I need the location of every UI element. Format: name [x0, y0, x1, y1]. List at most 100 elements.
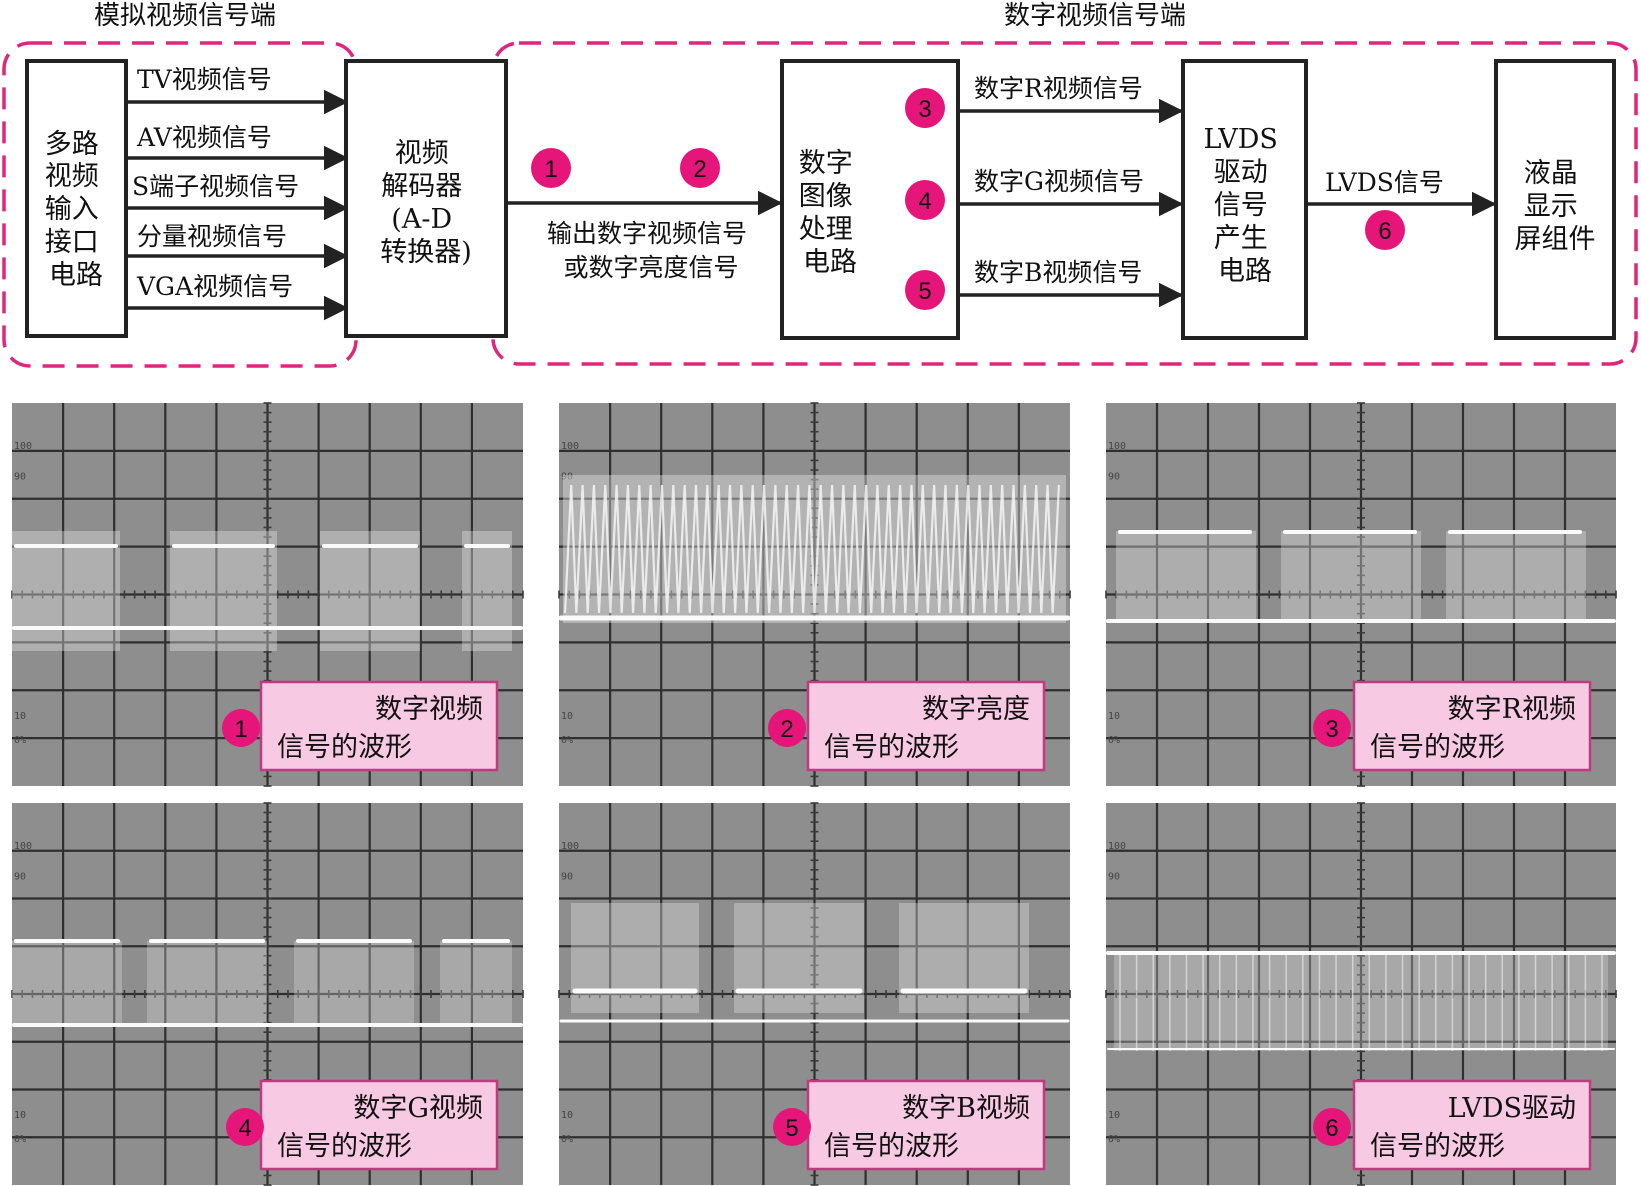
waveform-caption-box [259, 680, 499, 772]
scale-label: 100 [14, 441, 32, 452]
lvds-driver-block [1181, 59, 1308, 340]
scale-label: 100 [561, 841, 579, 852]
marker-5-label: 5 [918, 278, 931, 305]
waveform-caption-line-2: 信号的波形 [1370, 732, 1505, 763]
lcd-panel-block [1494, 59, 1616, 340]
marker-6-badge [1365, 210, 1405, 250]
waveform-marker-label: 5 [785, 1115, 798, 1142]
waveform-caption-line-1: 数字G视频 [353, 1093, 483, 1124]
waveform-trace [12, 531, 523, 651]
vga-signal-label: VGA视频信号 [136, 272, 293, 301]
video-decoder-label: 视频 解码器 (A-D 转换器) [380, 138, 472, 268]
scale-label: 10 [1108, 1110, 1120, 1121]
block-diagram: 模拟视频信号端 数字视频信号端 多路 视频 输入 接口 电路 TV视频信号 AV… [2, 1, 1638, 368]
component-signal-label: 分量视频信号 [137, 222, 287, 251]
scale-label: 0% [1108, 1134, 1120, 1145]
marker-5-badge [905, 270, 945, 310]
scale-label: 100 [1108, 441, 1126, 452]
marker-2-label: 2 [693, 156, 706, 183]
lcd-panel-label: 液晶 显示 屏组件 [1515, 158, 1596, 255]
analog-input-arrows [126, 89, 349, 321]
waveform-caption-box [1352, 1079, 1592, 1171]
waveform-trace [12, 936, 523, 1030]
scale-label: 10 [14, 711, 26, 722]
scale-label: 0% [14, 735, 26, 746]
scope-grid [11, 402, 524, 787]
waveform-caption-box [259, 1079, 499, 1171]
scale-label: 0% [561, 1134, 573, 1145]
decoder-output-label: 输出数字视频信号 或数字亮度信号 [547, 219, 755, 282]
waveform-marker-badge [222, 709, 260, 747]
scale-label: 100 [561, 441, 579, 452]
waveform-marker-label: 6 [1325, 1115, 1338, 1142]
scale-label: 100 [1108, 841, 1126, 852]
waveform-marker-badge [773, 1108, 811, 1146]
waveform-marker-label: 4 [238, 1115, 251, 1142]
scale-label: 10 [1108, 711, 1120, 722]
waveform-caption-box [806, 1079, 1046, 1171]
waveform-trace [1106, 527, 1616, 626]
marker-3-badge [905, 88, 945, 128]
s-video-signal-label: S端子视频信号 [132, 172, 299, 201]
scale-label: 90 [14, 871, 26, 882]
waveform-marker-label: 3 [1325, 716, 1338, 743]
image-processor-label: 数字 图像 处理 电路 [799, 148, 862, 278]
scale-label: 10 [561, 1110, 573, 1121]
waveform-caption-line-1: 数字B视频 [902, 1093, 1030, 1124]
scale-label: 0% [561, 735, 573, 746]
scale-label: 90 [561, 472, 573, 483]
input-interface-block [25, 59, 128, 338]
waveform-caption-box [806, 680, 1046, 772]
r-signal-label: 数字R视频信号 [974, 74, 1143, 103]
waveform-trace [558, 475, 1071, 623]
waveform-caption-line-2: 信号的波形 [277, 1131, 412, 1162]
digital-section-label: 数字视频信号端 [1004, 1, 1186, 31]
marker-6-label: 6 [1378, 218, 1391, 245]
waveform-trace [1106, 948, 1616, 1053]
scale-label: 90 [1108, 871, 1120, 882]
scale-label: 90 [1108, 472, 1120, 483]
waveform-caption-line-2: 信号的波形 [1370, 1131, 1505, 1162]
waveform-marker-label: 2 [780, 716, 793, 743]
waveform-caption-line-2: 信号的波形 [824, 1131, 959, 1162]
g-signal-label: 数字G视频信号 [974, 167, 1144, 196]
video-decoder-block [344, 59, 508, 338]
scale-label: 0% [1108, 735, 1120, 746]
waveform-marker-badge [768, 709, 806, 747]
waveform-caption-line-1: LVDS驱动 [1448, 1093, 1576, 1124]
waveform-marker-badge [1313, 1108, 1351, 1146]
waveform-caption-line-1: 数字亮度 [922, 694, 1030, 725]
waveform-marker-label: 1 [234, 716, 247, 743]
tv-signal-label: TV视频信号 [137, 65, 272, 94]
scale-label: 90 [14, 472, 26, 483]
scale-label: 10 [561, 711, 573, 722]
scale-label: 0% [14, 1134, 26, 1145]
b-signal-label: 数字B视频信号 [974, 258, 1142, 287]
scale-label: 10 [14, 1110, 26, 1121]
lvds-signal-label: LVDS信号 [1325, 168, 1444, 197]
marker-2-badge [680, 148, 720, 188]
waveform-caption-line-2: 信号的波形 [277, 732, 412, 763]
analog-section-label: 模拟视频信号端 [94, 1, 276, 31]
av-signal-label: AV视频信号 [136, 123, 272, 152]
waveform-caption-line-1: 数字R视频 [1448, 694, 1576, 725]
scale-label: 90 [561, 871, 573, 882]
lvds-driver-label: LVDS 驱动 信号 产生 电路 [1204, 124, 1287, 287]
waveform-caption-box [1352, 680, 1592, 772]
waveform-trace [559, 903, 1070, 1025]
waveform-marker-badge [1313, 709, 1351, 747]
input-interface-label: 多路 视频 输入 接口 电路 [45, 129, 108, 291]
waveform-panels: 10090100%数字视频信号的波形110090100%数字亮度信号的波形210… [11, 402, 1617, 1186]
marker-3-label: 3 [918, 96, 931, 123]
waveform-caption-line-2: 信号的波形 [824, 732, 959, 763]
waveform-caption-line-1: 数字视频 [375, 694, 483, 725]
scale-label: 100 [14, 841, 32, 852]
marker-4-label: 4 [918, 188, 931, 215]
marker-4-badge [905, 180, 945, 220]
